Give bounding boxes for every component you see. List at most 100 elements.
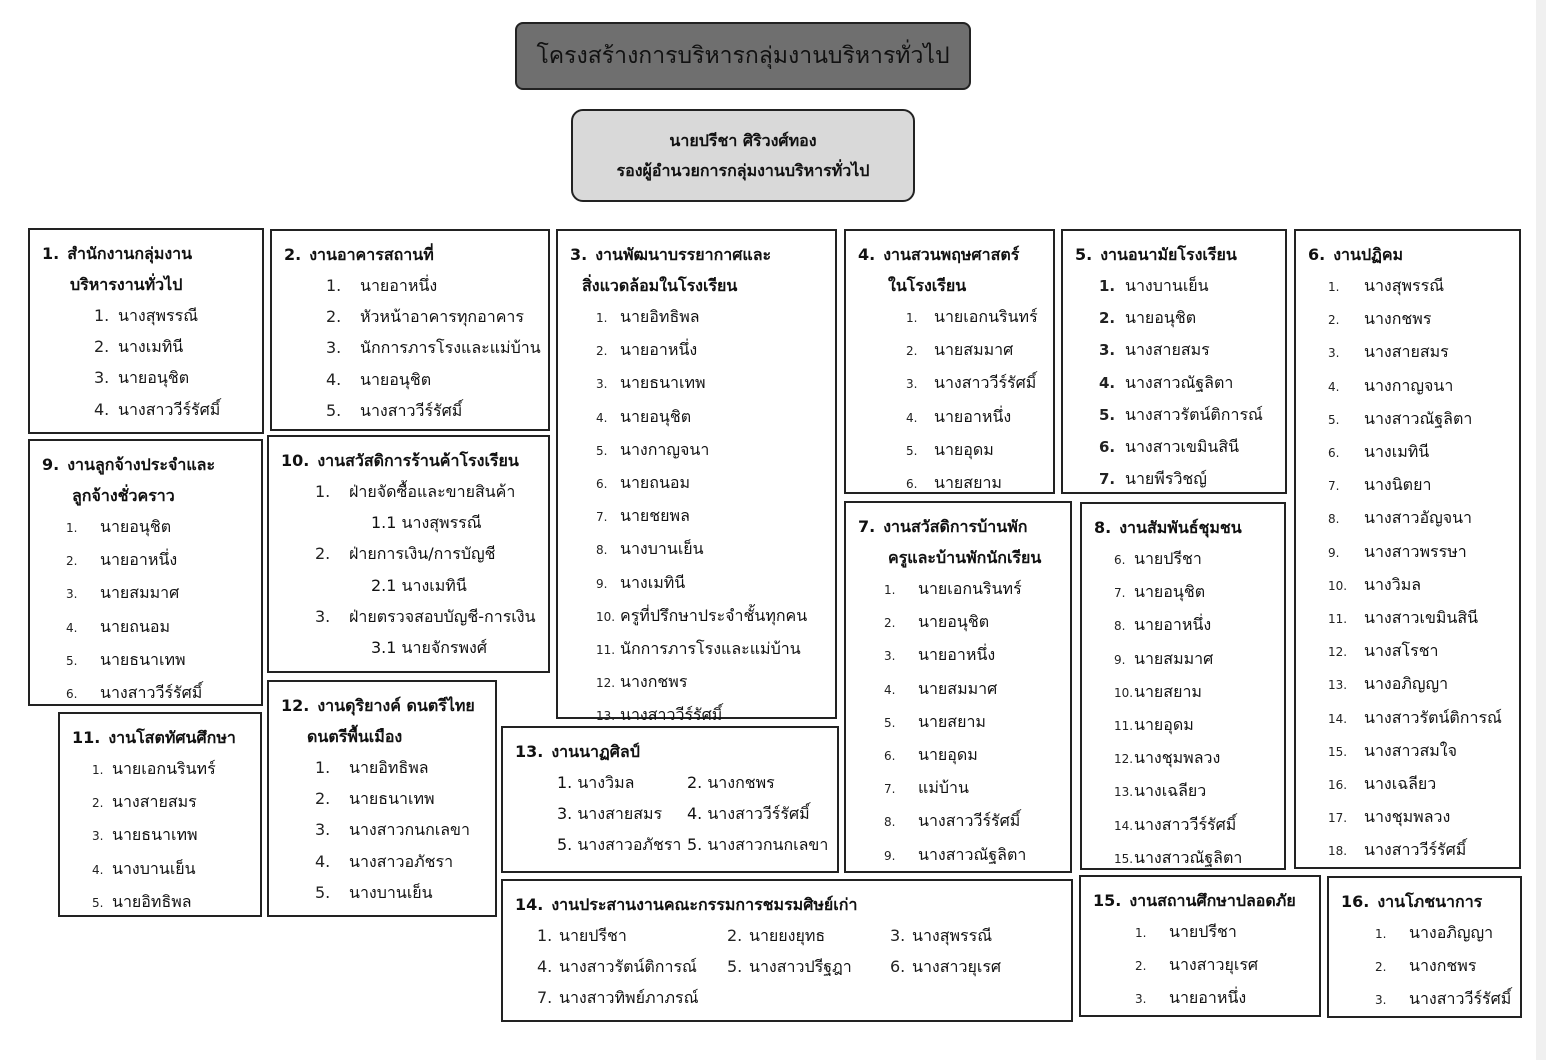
member-item: 7.นายพีรวิชญ์	[1075, 463, 1275, 495]
member-item: 11.นักการภารโรงและแม่บ้าน	[570, 633, 825, 666]
member-name: นางสาววีร์รัศมิ์	[934, 373, 1037, 393]
member-name: นายอนุชิต	[1134, 582, 1206, 602]
member-name: นายอุดม	[934, 439, 994, 459]
member-item: 6.นายปรีชา	[1094, 543, 1274, 576]
member-item: 6.นางสาววีร์รัศมิ์	[42, 677, 251, 710]
box-title-line-1: งานโสตทัศนศึกษา	[108, 728, 236, 747]
member-name: นายสยาม	[934, 473, 1002, 493]
member-name: นักการภารโรงและแม่บ้าน	[360, 338, 541, 358]
box-number: 16.	[1341, 892, 1370, 911]
box-number: 14.	[515, 895, 544, 914]
member-name: นางสาววีร์รัศมิ์	[360, 400, 463, 420]
member-number: 11.	[1328, 612, 1348, 627]
member-item: 2.1 นางเมทินี	[281, 570, 538, 601]
member-number: 3.	[906, 377, 918, 392]
member-number: 5.	[596, 443, 608, 458]
box-title-line-2: บริหารงานทั่วไป	[70, 275, 183, 294]
page-edge-strip	[1536, 0, 1546, 1060]
member-number: 6.	[1114, 553, 1126, 567]
head-position: รองผู้อำนวยการกลุ่มงานบริหารทั่วไป	[616, 160, 870, 180]
member-number: 5.	[326, 400, 342, 420]
member-number: 7.	[596, 510, 608, 525]
member-number: 4.	[92, 862, 104, 877]
box-number: 2.	[284, 245, 302, 264]
member-number: 11.	[1114, 719, 1134, 734]
member-item: 9.นายสมมาศ	[1094, 643, 1274, 676]
member-name: นายอนุชิต	[360, 369, 432, 389]
member-name: นางบานเย็น	[620, 539, 704, 559]
member-name: นางสาวพรรษา	[1364, 541, 1467, 561]
box-title-line-1: งานสวัสดิการบ้านพัก	[883, 517, 1028, 536]
member-item: 5.นายอุดม	[858, 434, 1043, 467]
member-number: 3.	[326, 338, 342, 358]
member-name: นายอาหนึ่ง	[1169, 988, 1247, 1008]
box-number: 3.	[570, 245, 588, 264]
member-item: 2.หัวหน้าอาคารทุกอาคาร	[284, 301, 538, 332]
box-title-line-1: งานประสานงานคณะกรรมการชมรมศิษย์เก่า	[551, 895, 858, 914]
member-name: นายอนุชิต	[118, 368, 190, 388]
member-item: 3. นางสายสมร	[1308, 336, 1509, 369]
member-item: 1.1 นางสุพรรณี	[281, 507, 538, 538]
member-number: 6.	[1328, 446, 1340, 461]
member-name: นางสาวณัฐลิตา	[1125, 372, 1234, 392]
member-name: นายสยาม	[918, 711, 986, 731]
member-number: 5.	[727, 957, 743, 977]
member-item: 2.นายสมมาศ	[858, 334, 1043, 367]
member-number: 2.	[1328, 313, 1340, 328]
member-number: 3.	[884, 649, 896, 664]
member-number: 2.	[94, 337, 110, 357]
member-name: นางสายสมร	[112, 792, 197, 812]
member-name: นายสยาม	[1134, 681, 1202, 701]
box-heading: 4.งานสวนพฤษศาสตร์ในโรงเรียน	[858, 239, 1043, 301]
member-number: 9.	[1114, 652, 1126, 667]
member-name: นายสมมาศ	[934, 340, 1014, 360]
member-name: นางเมทินี	[1364, 442, 1430, 462]
member-item: 1.นางสุพรรณี	[42, 300, 252, 331]
member-name: นางสาวอัญจนา	[1364, 508, 1473, 528]
member-number: 2.	[1099, 309, 1116, 328]
member-number: 3.	[1328, 346, 1340, 361]
member-item: 2.นางสายสมร	[72, 786, 250, 819]
member-name: นางสายสมร	[1364, 342, 1449, 362]
box-number: 6.	[1308, 245, 1326, 264]
member-number: 4.	[537, 957, 553, 977]
member-name: นักการภารโรงและแม่บ้าน	[620, 639, 801, 659]
member-number: 17.	[1328, 811, 1348, 826]
member-item: 13.นางอภิญญา	[1308, 668, 1509, 701]
member-item: 3.นายธนาเทพ	[72, 819, 250, 852]
box-environment: 3.งานพัฒนาบรรยากาศและสิ่งแวดล้อมในโรงเรี…	[556, 229, 837, 724]
member-number: 1.	[1328, 280, 1340, 294]
member-name: นางสาวเขมินสินี	[1364, 608, 1479, 628]
member-number: 1.	[596, 311, 608, 325]
member-item: 10.ครูที่ปรึกษาประจำชั้นทุกคน	[570, 600, 825, 633]
member-name: นางสาวสมใจ	[1364, 740, 1457, 760]
member-item: 5.นายสยาม	[858, 706, 1060, 739]
member-item: 14.นางสาวรัตน์ติการณ์	[1308, 702, 1509, 735]
member-item: 3.นายอนุชิต	[42, 362, 252, 393]
member-number: 9.	[596, 576, 608, 591]
member-number: 4.	[906, 410, 918, 425]
member-name: นายเอกนรินทร์	[918, 579, 1022, 598]
box-number: 11.	[72, 728, 101, 747]
member-number: 2.	[66, 554, 78, 569]
member-item: 7.นางสาวทิพย์ภาภรณ์	[537, 982, 727, 1013]
member-item: 4.นางสาวณัฐลิตา	[1075, 367, 1275, 399]
member-item: 4.นางกาญจนา	[1308, 370, 1509, 403]
member-number: 1.	[66, 521, 78, 535]
member-item: 2.นางสาวยุเรศ	[1093, 949, 1309, 982]
member-number: 1.	[537, 926, 553, 945]
box-heading: 8.งานสัมพันธ์ชุมชน	[1094, 512, 1274, 543]
member-number: 10.	[1114, 685, 1134, 700]
member-number: 1.	[1099, 277, 1116, 295]
member-item: 14.นางสาววีร์รัศมิ์	[1094, 809, 1274, 842]
member-item: 3.ฝ่ายตรวจสอบบัญชี-การเงิน	[281, 601, 538, 632]
box-heading: 15.งานสถานศึกษาปลอดภัย	[1093, 885, 1309, 916]
member-name: นางเฉลียว	[1134, 781, 1207, 801]
member-name: นางสาวอภัชรา	[349, 851, 454, 871]
